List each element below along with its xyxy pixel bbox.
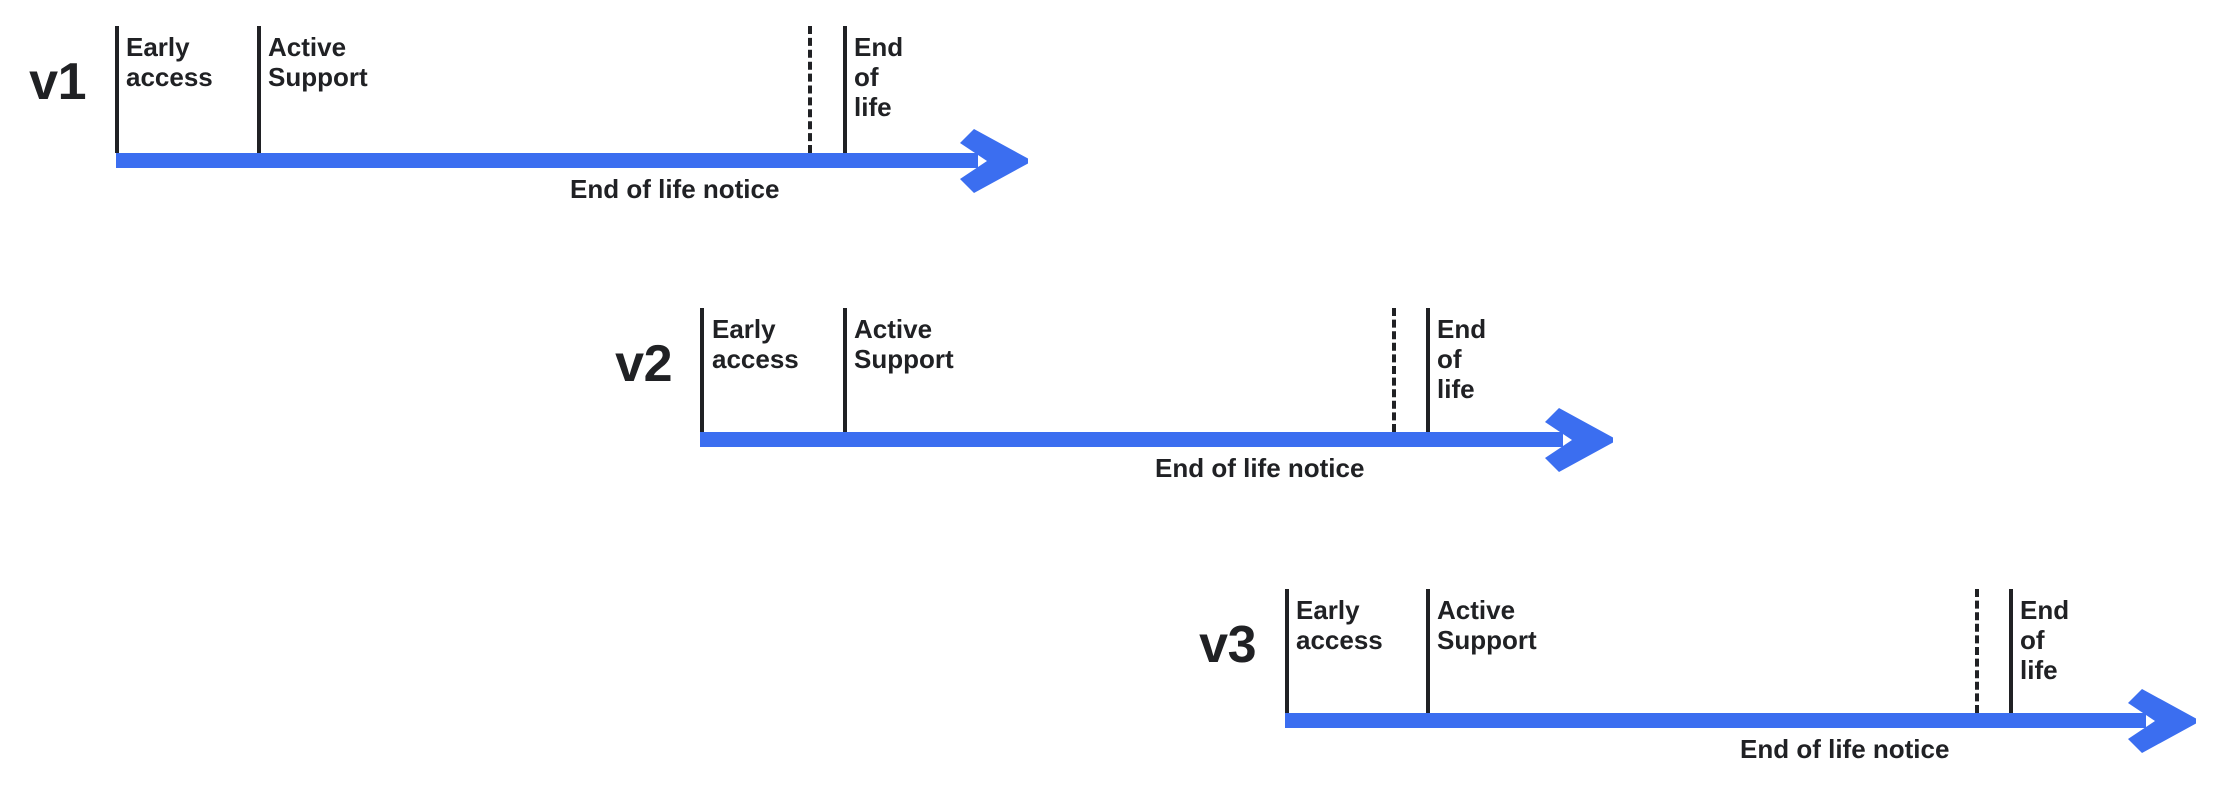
phase-divider-tick-2 bbox=[843, 26, 847, 153]
version-label-v1: v1 bbox=[29, 53, 86, 111]
phase-label-2: End of life bbox=[2020, 595, 2070, 686]
arrow-right-icon bbox=[960, 129, 1028, 193]
arrow-right-icon bbox=[1545, 408, 1613, 472]
phase-divider-tick-2 bbox=[2009, 589, 2013, 713]
timeline-bar bbox=[700, 432, 1563, 447]
end-of-life-notice-dashed-tick bbox=[1975, 589, 1979, 713]
version-label-v3: v3 bbox=[1199, 616, 1256, 674]
end-of-life-notice-dashed-tick bbox=[1392, 308, 1396, 432]
phase-label-0: Early access bbox=[712, 314, 799, 375]
end-of-life-notice-label: End of life notice bbox=[1155, 453, 1365, 483]
phase-divider-tick-2 bbox=[1426, 308, 1430, 432]
phase-label-2: End of life bbox=[1437, 314, 1487, 405]
phase-divider-tick-0 bbox=[700, 308, 704, 432]
timeline-bar bbox=[1285, 713, 2146, 728]
end-of-life-notice-dashed-tick bbox=[808, 26, 812, 153]
phase-label-0: Early access bbox=[1296, 595, 1383, 656]
phase-divider-tick-0 bbox=[115, 26, 119, 153]
phase-label-1: Active Support bbox=[268, 32, 368, 93]
phase-divider-tick-1 bbox=[1426, 589, 1430, 713]
phase-label-1: Active Support bbox=[854, 314, 954, 375]
arrow-right-icon bbox=[2128, 689, 2196, 753]
end-of-life-notice-label: End of life notice bbox=[1740, 734, 1950, 764]
timeline-bar bbox=[116, 153, 978, 168]
phase-divider-tick-1 bbox=[257, 26, 261, 153]
phase-label-1: Active Support bbox=[1437, 595, 1537, 656]
version-label-v2: v2 bbox=[615, 335, 672, 393]
phase-label-2: End of life bbox=[854, 32, 904, 123]
phase-divider-tick-1 bbox=[843, 308, 847, 432]
phase-label-0: Early access bbox=[126, 32, 213, 93]
phase-divider-tick-0 bbox=[1285, 589, 1289, 713]
end-of-life-notice-label: End of life notice bbox=[570, 174, 780, 204]
